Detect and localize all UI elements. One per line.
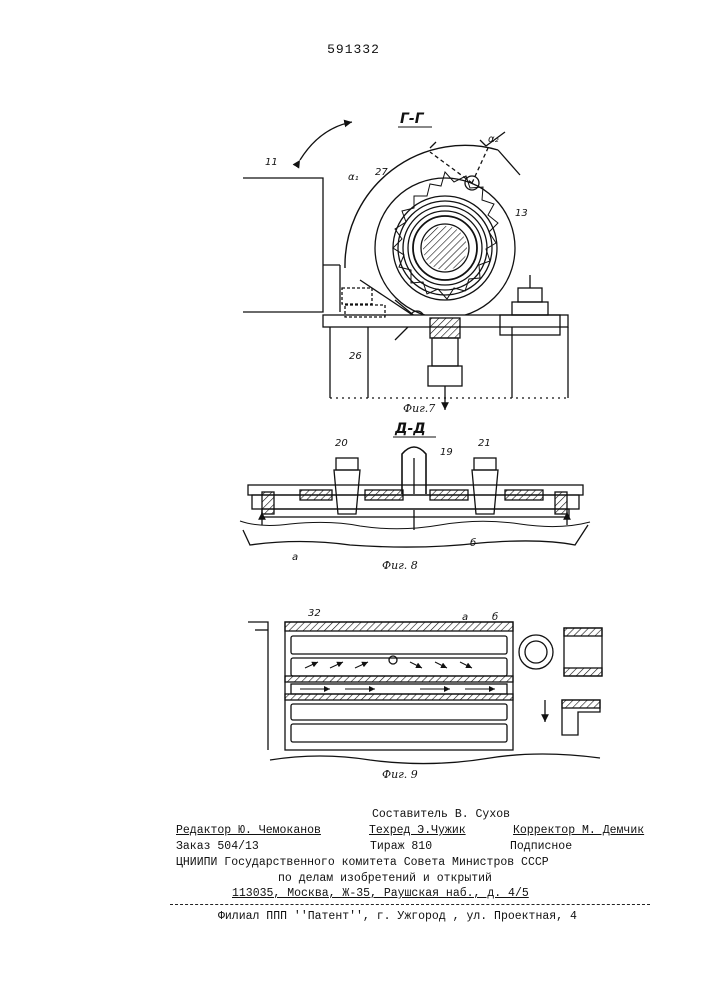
corrector: Корректор М. Демчик bbox=[513, 824, 644, 837]
compiler: Составитель В. Сухов bbox=[372, 808, 510, 821]
separator-rule bbox=[170, 904, 650, 905]
org-line-2: по делам изобретений и открытий bbox=[278, 872, 492, 885]
techred: Техред Э.Чужик bbox=[369, 824, 466, 837]
address: 113035, Москва, Ж-35, Раушская наб., д. … bbox=[232, 887, 529, 900]
editor: Редактор Ю. Чемоканов bbox=[176, 824, 321, 837]
circulation: Тираж 810 bbox=[370, 840, 432, 853]
branch: Филиал ППП ''Патент'', г. Ужгород , ул. … bbox=[218, 910, 577, 923]
org-line-1: ЦНИИПИ Государственного комитета Совета … bbox=[176, 856, 549, 869]
order: Заказ 504/13 bbox=[176, 840, 259, 853]
subscription: Подписное bbox=[510, 840, 572, 853]
